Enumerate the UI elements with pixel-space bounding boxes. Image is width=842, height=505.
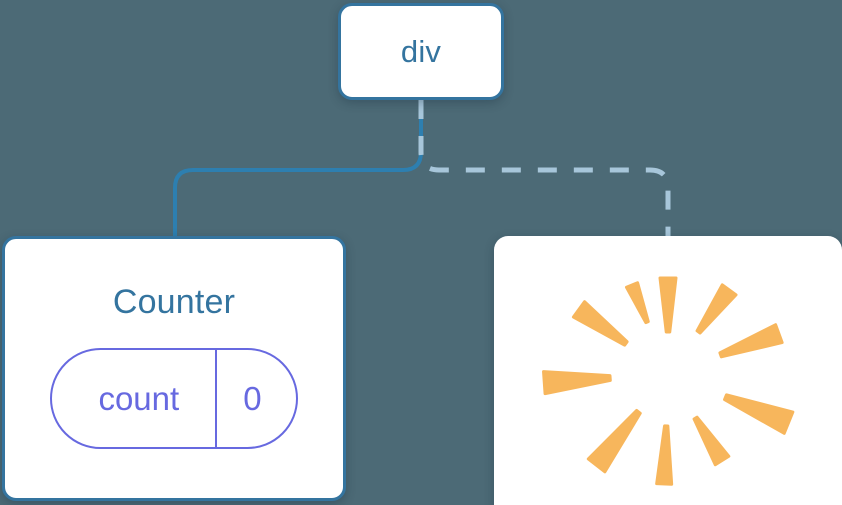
burst-ray-3 xyxy=(718,323,784,359)
burst-ray-10 xyxy=(624,281,650,325)
node-div[interactable]: div xyxy=(338,3,504,100)
state-key: count xyxy=(98,380,180,417)
burst-ray-9 xyxy=(571,300,629,347)
edge-root-to-counter xyxy=(173,98,423,240)
state-value: 0 xyxy=(215,350,295,447)
burst-ray-8 xyxy=(542,370,612,396)
burst-ray-group xyxy=(542,276,795,486)
sparkle-burst-icon xyxy=(542,276,795,486)
burst-ray-6 xyxy=(655,424,674,486)
state-pill[interactable]: count 0 xyxy=(50,348,298,449)
burst-ray-4 xyxy=(723,393,795,435)
node-div-label: div xyxy=(400,34,442,69)
node-burst[interactable] xyxy=(494,236,842,505)
edge-root-to-burst xyxy=(418,100,671,238)
burst-ray-1 xyxy=(658,276,678,334)
node-counter-label: Counter xyxy=(112,283,236,321)
burst-ray-5 xyxy=(692,415,731,467)
burst-ray-2 xyxy=(695,283,738,335)
node-counter[interactable]: Counter count 0 xyxy=(2,236,346,501)
burst-ray-7 xyxy=(586,408,642,474)
